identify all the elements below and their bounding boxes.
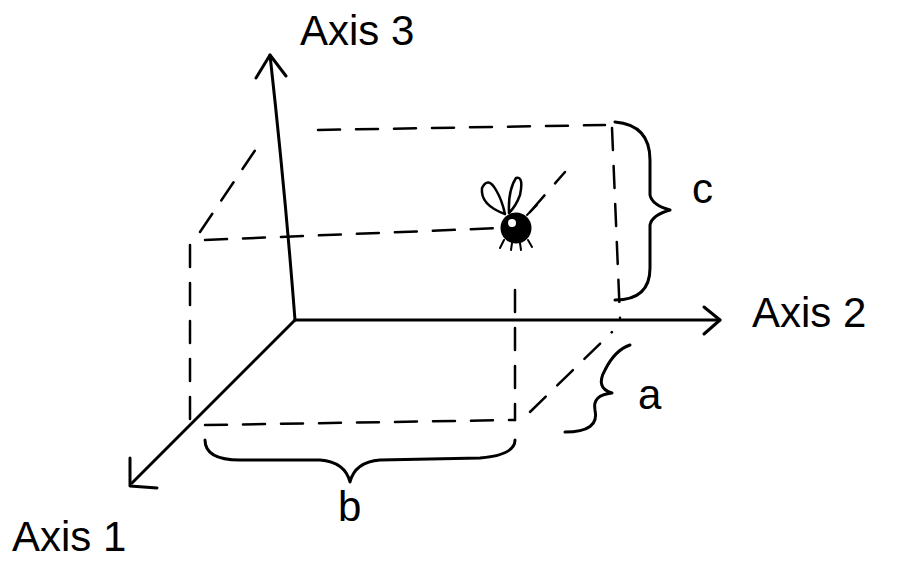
axis-label: Axis 1 — [12, 514, 126, 560]
dashed-box — [190, 125, 620, 425]
dimension-brace — [615, 122, 670, 300]
arrow-head — [704, 307, 720, 334]
dimension-brace — [565, 345, 630, 432]
dimension-brace — [205, 440, 515, 482]
axis-label: a — [638, 372, 661, 418]
axis-label: Axis 3 — [300, 8, 414, 54]
axis-label: c — [692, 166, 713, 212]
arrow-head — [256, 55, 286, 78]
axis-label: b — [338, 484, 361, 530]
axis-line — [295, 319, 720, 322]
axis-line — [270, 55, 295, 320]
arrow-head — [130, 458, 157, 488]
axis-label: Axis 2 — [752, 290, 866, 336]
fly — [482, 178, 537, 250]
